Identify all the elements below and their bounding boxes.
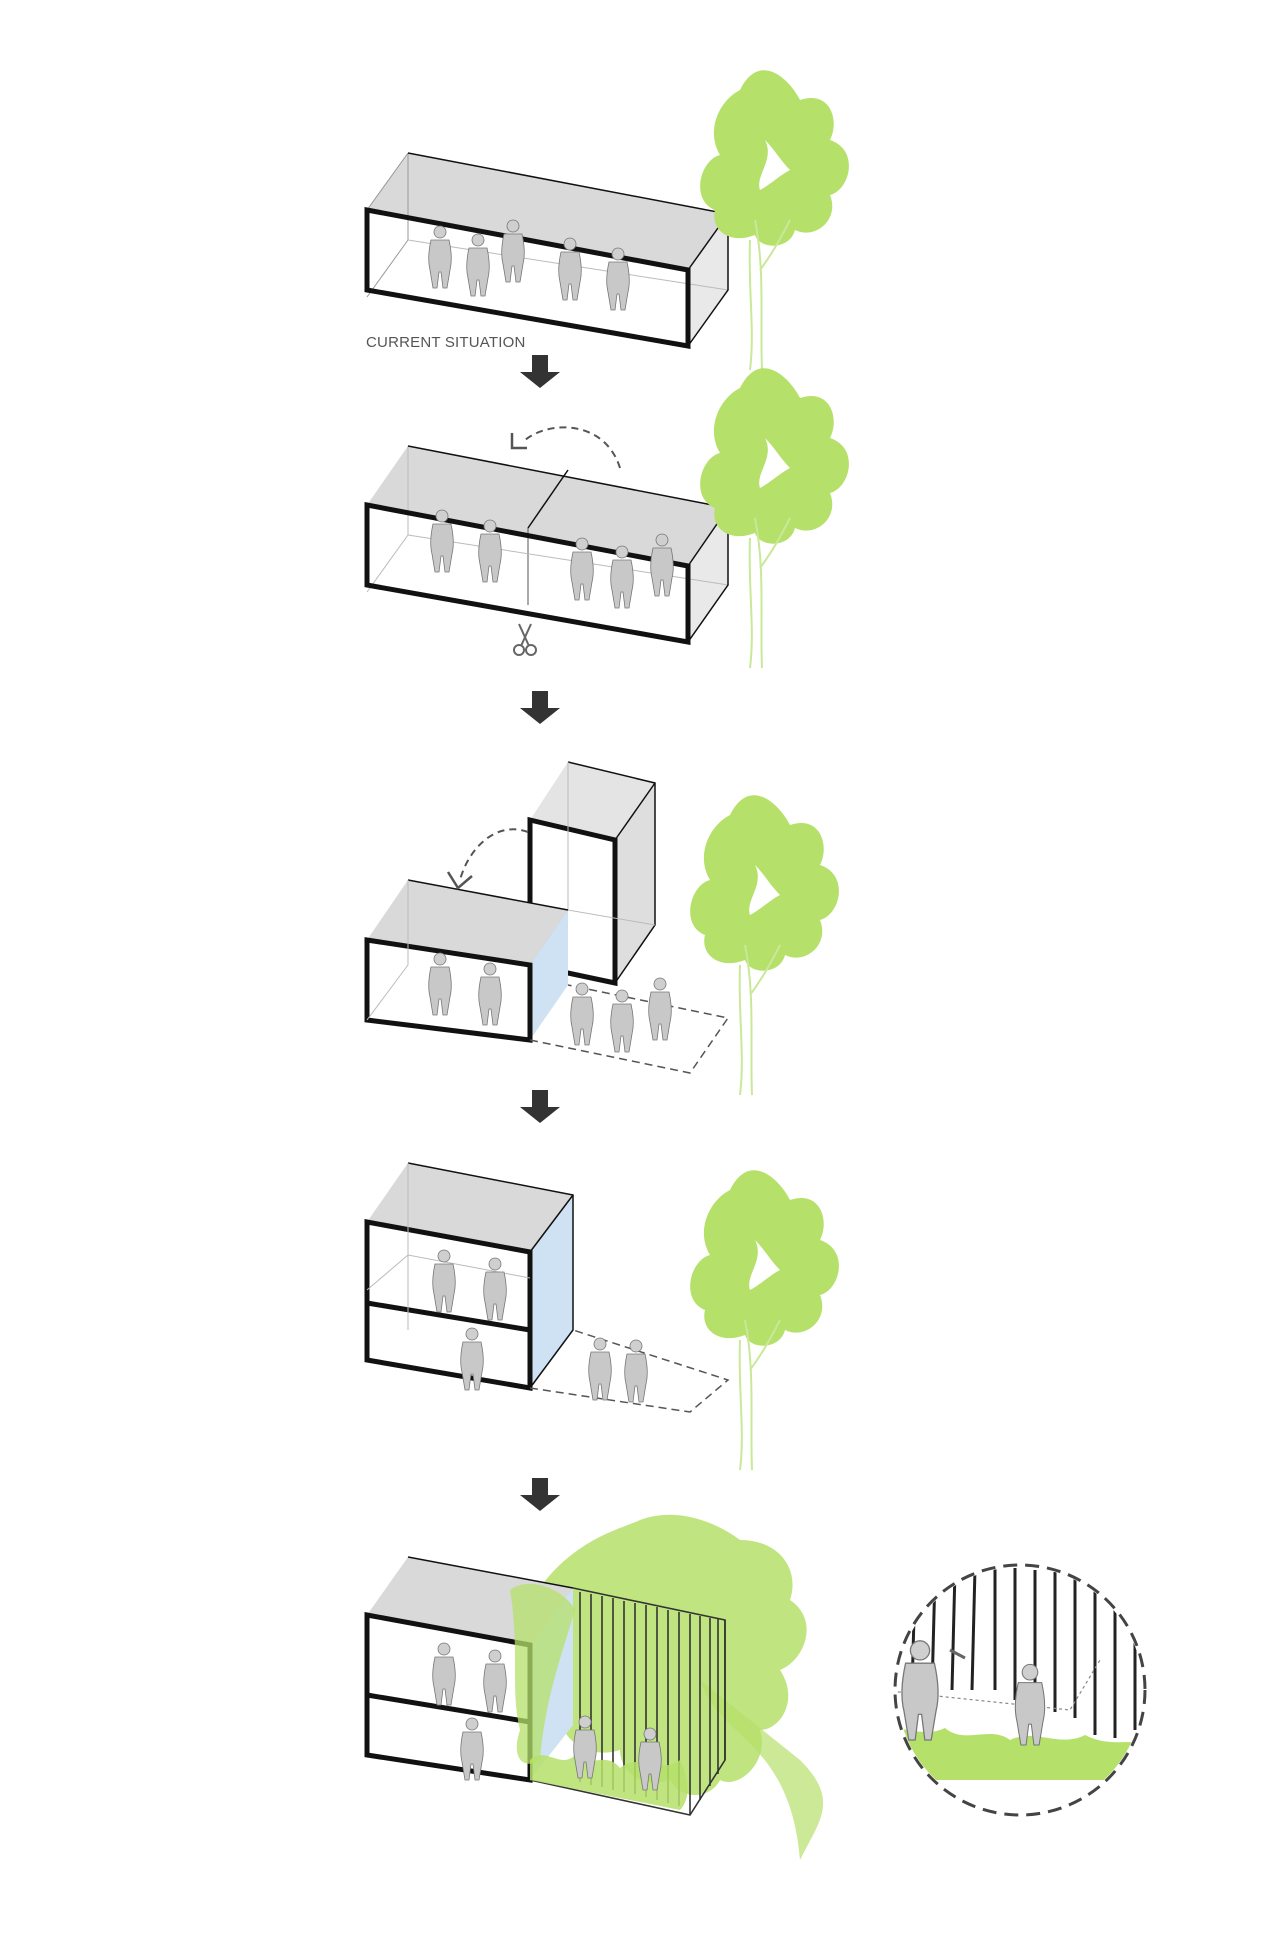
tree <box>699 69 850 371</box>
down-arrow-icon <box>520 1090 560 1123</box>
roof <box>367 153 728 270</box>
rotate-arrow-icon <box>524 426 621 469</box>
down-arrow-icon <box>520 355 560 388</box>
step-3-rotate <box>364 761 840 1096</box>
down-arrow-icon <box>520 691 560 724</box>
step-1-current-situation: CURRENT SITUATION <box>364 69 850 371</box>
down-arrow-icon <box>520 1478 560 1511</box>
caption: CURRENT SITUATION <box>366 334 526 351</box>
side-face <box>688 214 728 346</box>
detail-circle <box>893 1563 1147 1817</box>
scissors-icon <box>513 623 537 656</box>
rotate-arrow-icon <box>459 828 529 881</box>
step-2-cut <box>364 367 850 669</box>
step-5-greenhouse <box>364 1514 824 1860</box>
step-4-stacked <box>364 1162 840 1471</box>
